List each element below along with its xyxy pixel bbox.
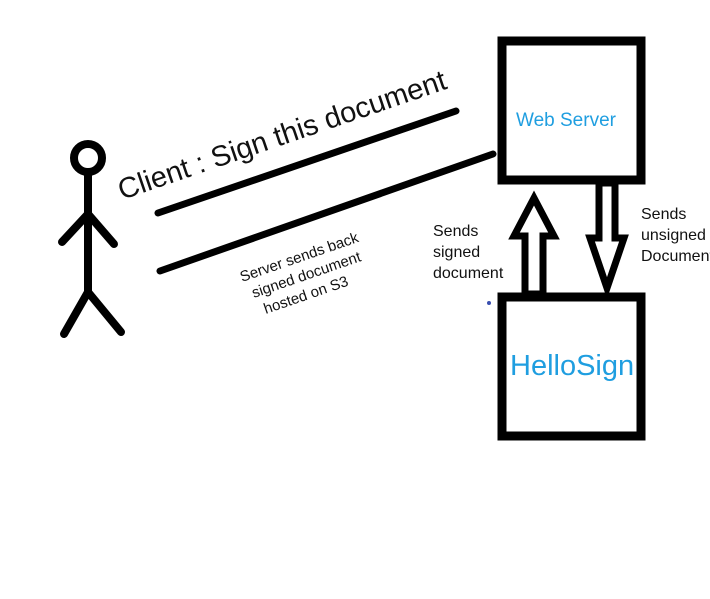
sends-unsigned-line-1: Sends xyxy=(641,206,686,223)
sends-unsigned-label: Sends unsigned Document xyxy=(641,206,710,265)
server-response-line xyxy=(156,150,497,275)
sends-signed-line-2: signed xyxy=(433,244,480,261)
sends-signed-line-1: Sends xyxy=(433,223,478,240)
web-server-label: Web Server xyxy=(516,110,617,131)
server-response-label: Server sends back signed document hosted… xyxy=(238,229,364,318)
sends-signed-line-3: document xyxy=(433,265,504,282)
up-arrow-icon xyxy=(508,190,560,298)
hellosign-label: HelloSign xyxy=(510,350,634,382)
client-request-line xyxy=(154,107,460,217)
hellosign-node: HelloSign xyxy=(497,292,646,441)
sends-unsigned-line-2: unsigned xyxy=(641,227,706,244)
client-stick-figure-icon xyxy=(58,140,125,338)
sends-unsigned-line-3: Document xyxy=(641,248,710,265)
web-server-node: Web Server xyxy=(497,36,646,185)
down-arrow-icon xyxy=(585,179,629,299)
sends-signed-label: Sends signed document xyxy=(433,223,504,282)
stray-dot xyxy=(487,301,491,305)
